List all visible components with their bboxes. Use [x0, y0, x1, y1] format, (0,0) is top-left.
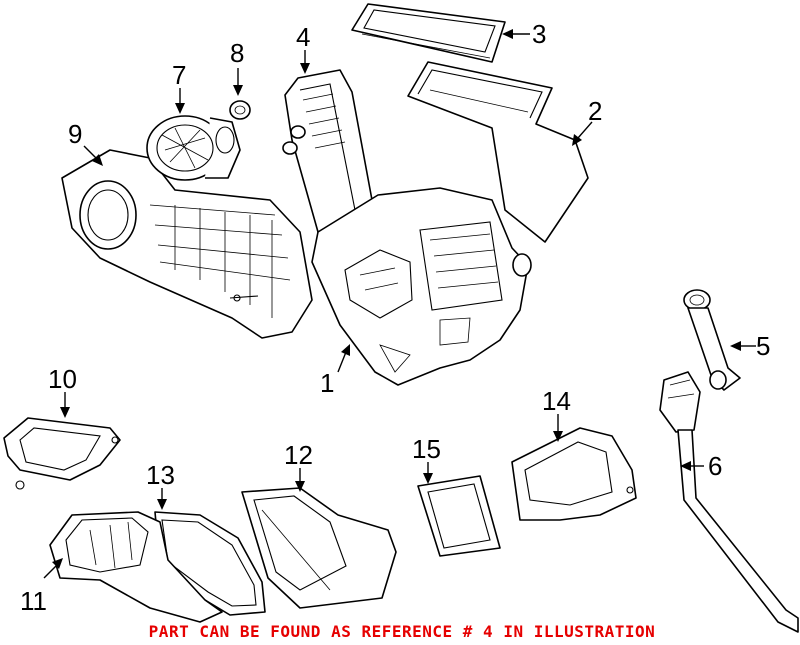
callout-5: 5	[756, 331, 770, 361]
callout-6: 6	[708, 451, 722, 481]
callout-1: 1	[320, 368, 334, 398]
callout-9: 9	[68, 119, 82, 149]
part-5-drain-hose	[683, 289, 741, 391]
callout-4: 4	[296, 22, 310, 52]
callout-13: 13	[146, 460, 175, 490]
part-15-filter	[417, 475, 501, 557]
callout-10: 10	[48, 364, 77, 394]
part-7-blower-motor	[146, 115, 241, 181]
leader-lines	[43, 29, 756, 579]
part-8-resistor	[229, 100, 251, 120]
part-10-seal-frame	[3, 417, 121, 490]
callout-2: 2	[588, 96, 602, 126]
callout-8: 8	[230, 38, 244, 68]
callout-11: 11	[20, 586, 47, 616]
part-11-air-duct	[49, 511, 223, 623]
callout-15: 15	[412, 434, 441, 464]
part-2-filter-housing	[407, 61, 589, 243]
callout-14: 14	[542, 386, 571, 416]
callout-7: 7	[172, 60, 186, 90]
part-6-drain-tube	[659, 371, 799, 633]
callout-3: 3	[532, 19, 546, 49]
part-14-duct-cover	[511, 427, 637, 521]
part-3-cabin-filter	[351, 3, 506, 63]
part-1-hvac-case	[311, 187, 532, 386]
reference-note: PART CAN BE FOUND AS REFERENCE # 4 IN IL…	[149, 622, 656, 641]
part-12-duct	[241, 487, 397, 609]
callout-12: 12	[284, 440, 313, 470]
